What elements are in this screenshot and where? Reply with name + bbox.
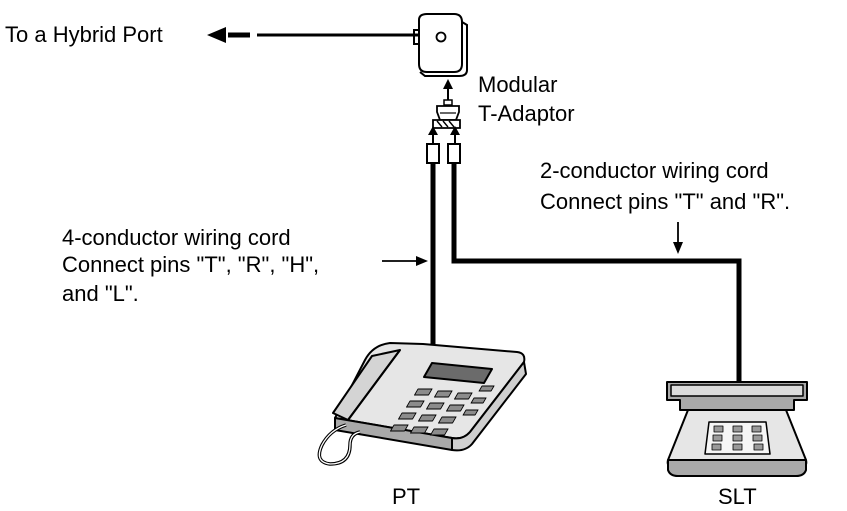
pt-label: PT (392, 484, 421, 509)
slt-label: SLT (718, 484, 757, 509)
adaptor-label-line2: T-Adaptor (478, 101, 575, 126)
cord4-pointer-arrow (382, 256, 428, 266)
adaptor-up-arrow (443, 79, 453, 100)
cord4-label-line2: Connect pins "T", "R", "H", (62, 252, 320, 277)
slt-telephone-icon (666, 381, 808, 477)
hybrid-port-label: To a Hybrid Port (5, 22, 163, 47)
slt-cable (451, 163, 742, 383)
pt-telephone-icon (317, 342, 527, 466)
pt-plug (426, 143, 440, 164)
hybrid-port-arrow (207, 27, 250, 43)
modular-t-adaptor-icon (432, 99, 461, 129)
adaptor-label-line1: Modular (478, 72, 558, 97)
cord4-label-line1: 4-conductor wiring cord (62, 225, 291, 250)
cord2-label-line2: Connect pins "T" and "R". (540, 189, 791, 214)
wall-jack-icon (413, 13, 468, 77)
cord4-label-line3: and "L". (62, 281, 139, 306)
plug-arrows (428, 126, 460, 143)
slt-plug (447, 143, 461, 164)
cord2-pointer-arrow (673, 222, 683, 254)
cord2-label-line1: 2-conductor wiring cord (540, 158, 769, 183)
